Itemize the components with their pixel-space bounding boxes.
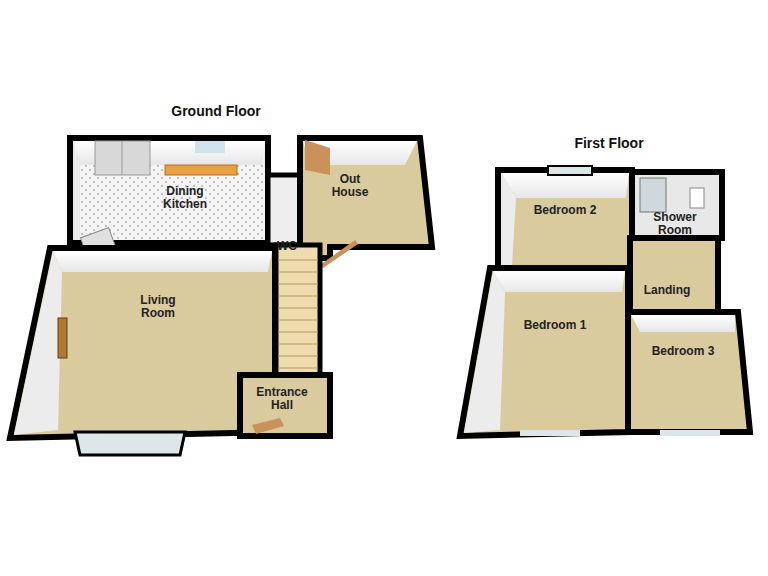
room-label: Landing [637, 284, 697, 297]
floor-plan: Ground FloorDining KitchenWC Out HouseLiv… [5, 100, 445, 460]
room-name: Bedroom 3 [643, 345, 723, 358]
room-name: Living Room [132, 294, 184, 320]
room-name: Bedroom 2 [525, 204, 605, 217]
room-label: Shower Room [648, 211, 702, 237]
room-label: Out House [326, 173, 374, 199]
room-name: Dining Kitchen [154, 185, 216, 211]
room-label: Bedroom 2 [525, 204, 605, 217]
room-name: Out House [326, 173, 374, 199]
room-name: Landing [637, 284, 697, 297]
room-name: WC [272, 240, 302, 253]
room-name: Bedroom 1 [515, 319, 595, 332]
floor-plan: First FloorBedroom 2 Shower RoomLandingBe… [455, 132, 760, 442]
room-name: Entrance Hall [251, 386, 313, 412]
room-label: Dining Kitchen [154, 185, 216, 211]
room-label: Bedroom 3 [643, 345, 723, 358]
room-label: WC [272, 240, 302, 253]
room-label: Living Room [132, 294, 184, 320]
floor-heading: First Floor [509, 136, 709, 151]
ground-floor-drawing [10, 138, 432, 455]
first-floor-drawing [460, 166, 750, 436]
room-label: Bedroom 1 [515, 319, 595, 332]
room-label: Entrance Hall [251, 386, 313, 412]
room-name: Shower Room [648, 211, 702, 237]
floor-heading: Ground Floor [116, 104, 316, 119]
